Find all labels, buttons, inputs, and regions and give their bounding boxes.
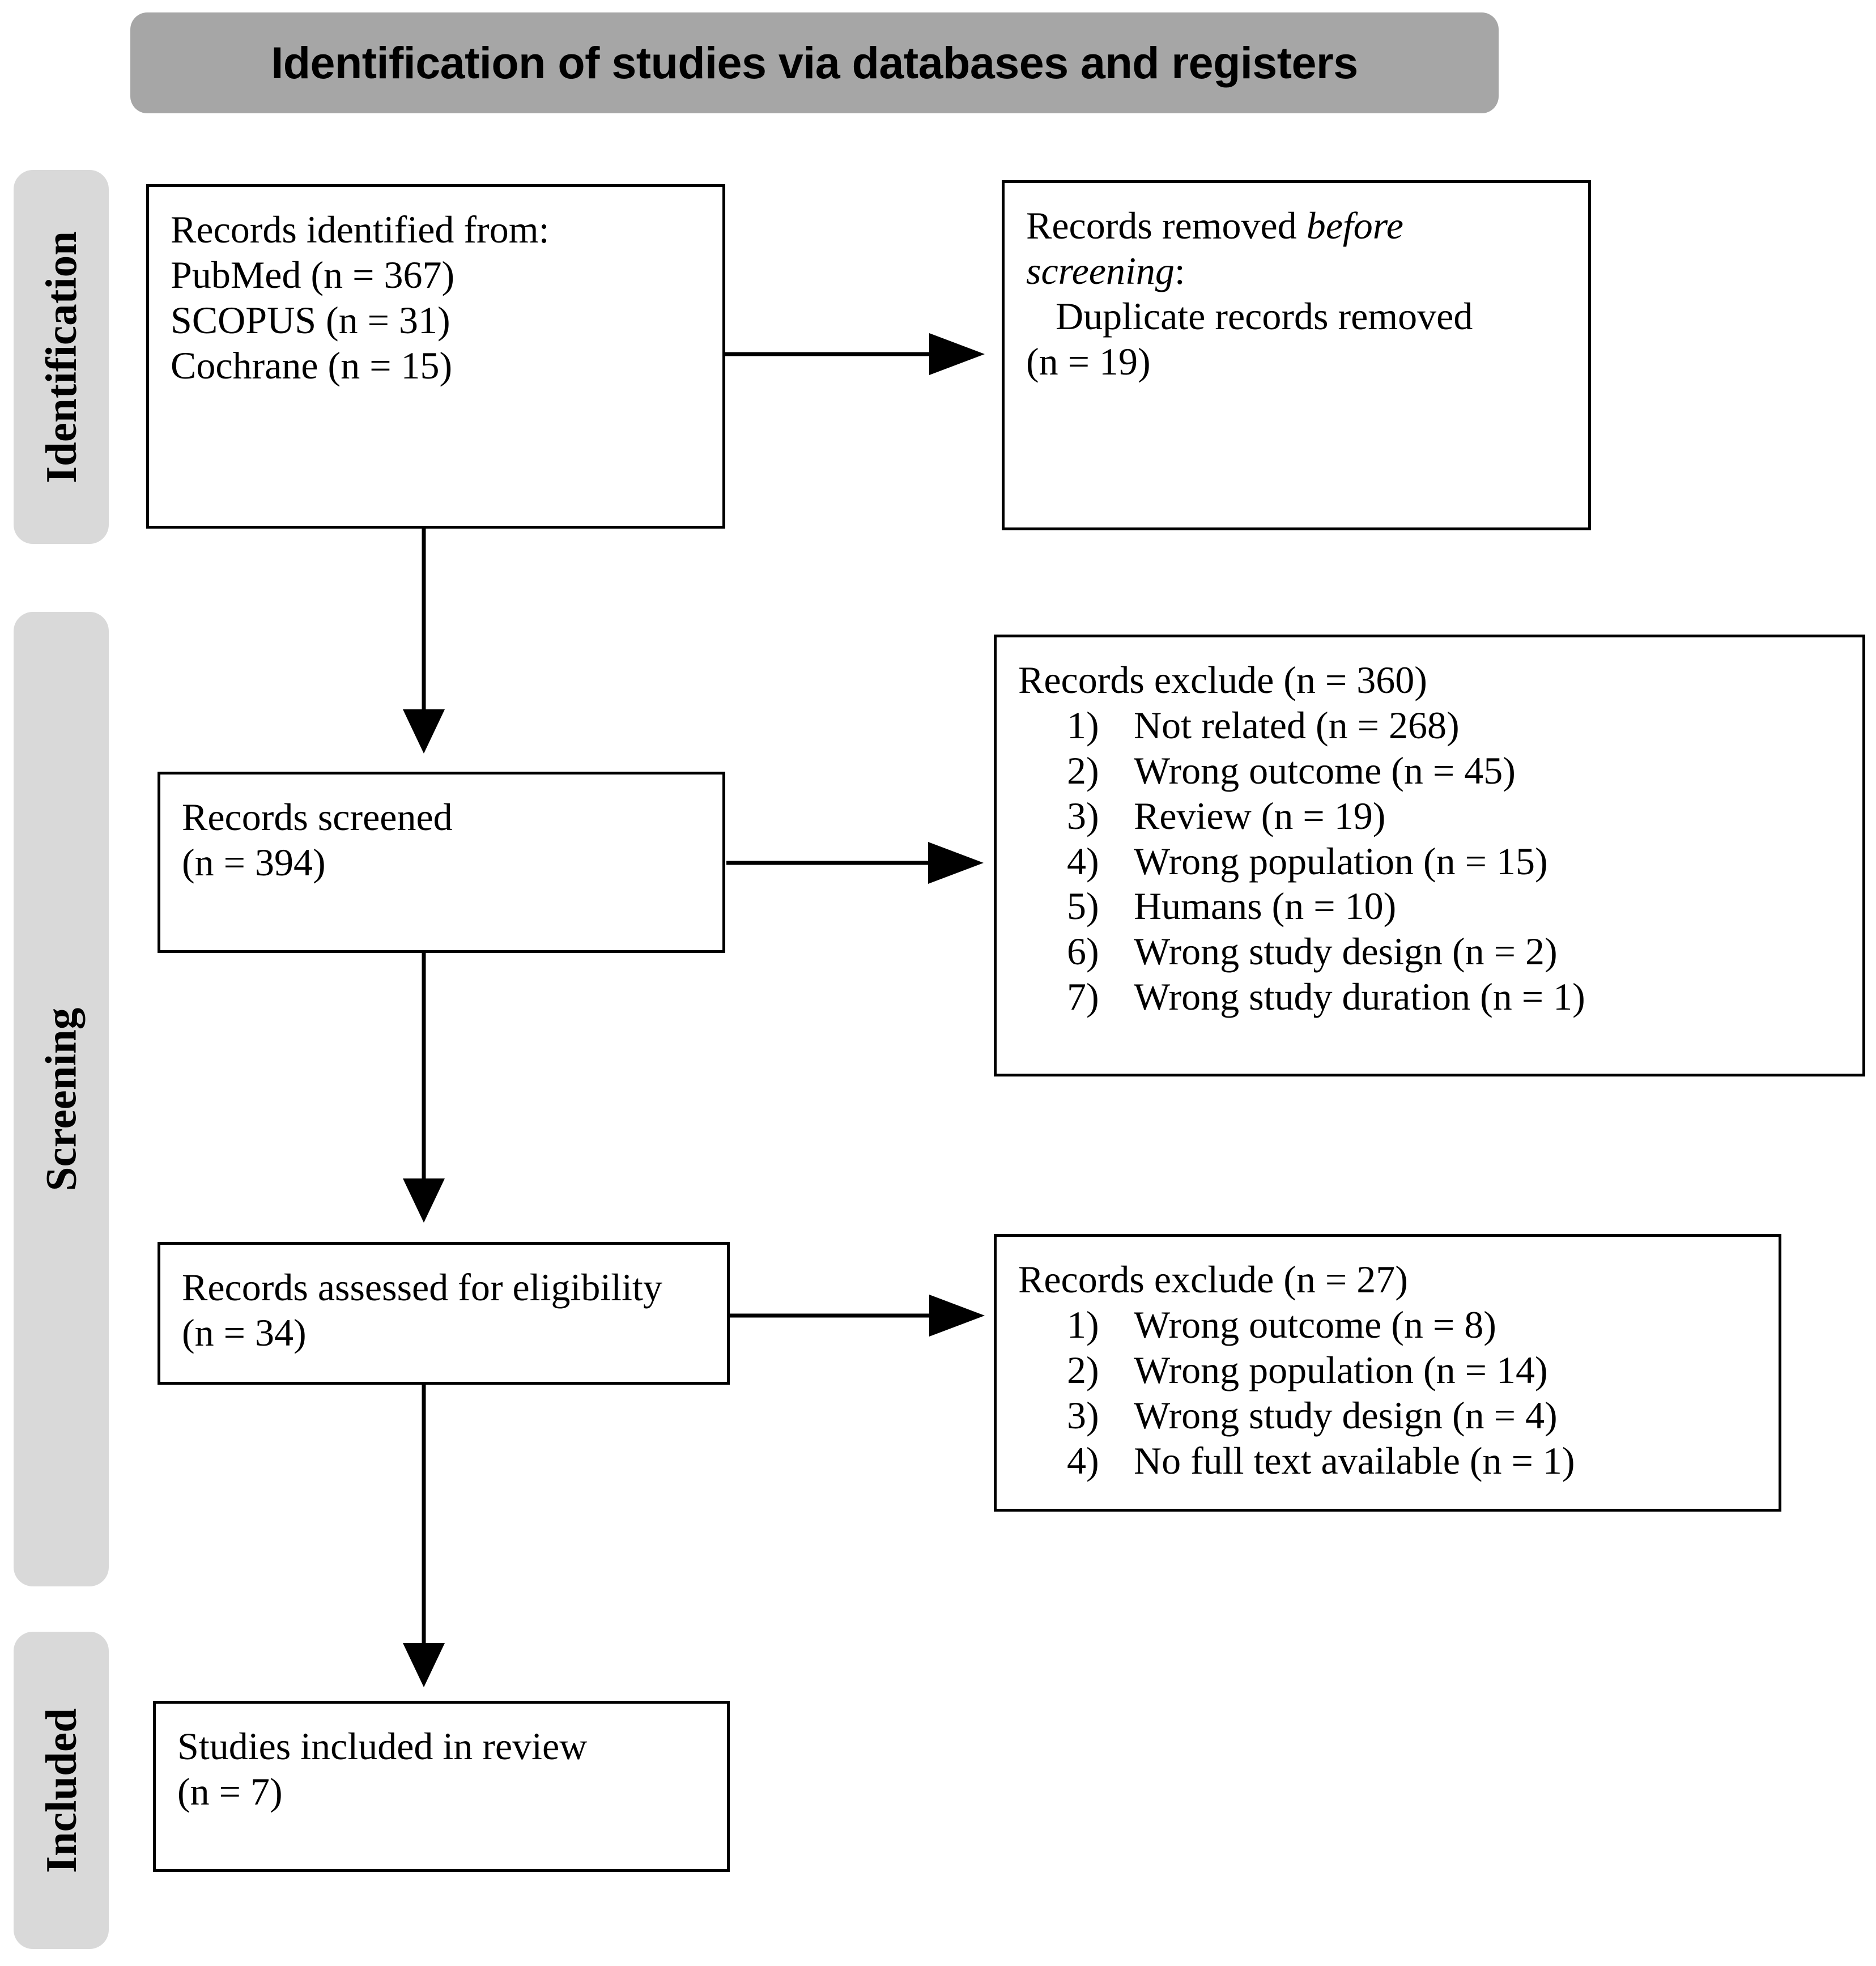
records-removed-heading-line2: screening: xyxy=(1026,249,1569,294)
arrow-screened-to-excluded-1 xyxy=(726,842,984,884)
reason-number: 3) xyxy=(1067,1393,1099,1437)
box-records-screened: Records screened (n = 394) xyxy=(158,772,725,953)
records-identified-heading: Records identified from: xyxy=(171,208,550,251)
reason-text: Wrong population (n = 15) xyxy=(1134,839,1548,883)
phase-label-screening-text: Screening xyxy=(36,1007,86,1191)
records-identified-source-cochrane: Cochrane (n = 15) xyxy=(171,343,453,387)
records-removed-heading: Records removed before xyxy=(1026,203,1569,249)
records-excluded-eligibility-reason-list: 1) Wrong outcome (n = 8) 2) Wrong populati… xyxy=(1018,1303,1759,1484)
reason-number: 6) xyxy=(1067,930,1099,973)
list-item: 4) Wrong population (n = 15) xyxy=(1018,839,1843,884)
list-item: 7) Wrong study duration (n = 1) xyxy=(1018,975,1843,1020)
list-item: 2) Wrong outcome (n = 45) xyxy=(1018,748,1843,794)
reason-text: Not related (n = 268) xyxy=(1134,703,1460,747)
reason-text: Review (n = 19) xyxy=(1134,794,1386,837)
list-item: 3) Review (n = 19) xyxy=(1018,794,1843,839)
box-records-removed: Records removed before screening: Duplic… xyxy=(1002,180,1591,530)
box-records-excluded-screening: Records exclude (n = 360) 1) Not related … xyxy=(994,635,1865,1076)
reason-number: 5) xyxy=(1067,884,1099,928)
reason-text: Wrong population (n = 14) xyxy=(1134,1348,1548,1391)
records-excluded-eligibility-heading: Records exclude (n = 27) xyxy=(1018,1258,1408,1301)
studies-included-label: Studies included in review xyxy=(177,1725,588,1768)
records-screened-label: Records screened xyxy=(182,795,453,839)
records-identified-source-pubmed: PubMed (n = 367) xyxy=(171,253,455,296)
arrow-assessed-to-included xyxy=(403,1385,445,1687)
records-removed-duplicate-label: Duplicate records removed xyxy=(1056,294,1473,338)
reason-number: 2) xyxy=(1067,748,1099,792)
list-item: 4) No full text available (n = 1) xyxy=(1018,1439,1759,1484)
reason-number: 1) xyxy=(1067,703,1099,747)
page-title: Identification of studies via databases … xyxy=(271,37,1358,88)
reason-text: Wrong study design (n = 4) xyxy=(1134,1393,1558,1437)
list-item: 3) Wrong study design (n = 4) xyxy=(1018,1393,1759,1439)
reason-number: 1) xyxy=(1067,1303,1099,1346)
phase-label-included: Included xyxy=(14,1632,109,1949)
reason-text: Wrong study duration (n = 1) xyxy=(1134,975,1585,1019)
reason-number: 3) xyxy=(1067,794,1099,837)
box-records-excluded-eligibility: Records exclude (n = 27) 1) Wrong outcome… xyxy=(994,1234,1781,1512)
box-studies-included: Studies included in review (n = 7) xyxy=(153,1701,730,1872)
list-item: 5) Humans (n = 10) xyxy=(1018,884,1843,929)
reason-number: 4) xyxy=(1067,839,1099,883)
list-item: 2) Wrong population (n = 14) xyxy=(1018,1348,1759,1393)
records-excluded-screening-heading: Records exclude (n = 360) xyxy=(1018,658,1427,701)
records-assessed-label: Records assessed for eligibility xyxy=(182,1266,662,1309)
reason-text: No full text available (n = 1) xyxy=(1134,1439,1575,1482)
phase-label-identification-text: Identification xyxy=(36,231,86,483)
arrow-identified-to-screened xyxy=(403,529,445,754)
records-removed-heading-colon: : xyxy=(1174,249,1185,292)
list-item: 1) Not related (n = 268) xyxy=(1018,703,1843,748)
records-removed-heading-italic-before: before xyxy=(1306,204,1403,247)
arrow-screened-to-assessed xyxy=(403,953,445,1223)
arrow-identified-to-removed xyxy=(725,333,985,375)
box-records-identified: Records identified from: PubMed (n = 367… xyxy=(146,184,725,529)
box-records-assessed: Records assessed for eligibility (n = 34… xyxy=(158,1242,730,1385)
reason-number: 2) xyxy=(1067,1348,1099,1391)
reason-text: Humans (n = 10) xyxy=(1134,884,1397,928)
records-assessed-count: (n = 34) xyxy=(182,1310,307,1354)
phase-label-identification: Identification xyxy=(14,170,109,544)
phase-label-included-text: Included xyxy=(36,1708,86,1873)
list-item: 6) Wrong study design (n = 2) xyxy=(1018,929,1843,975)
reason-text: Wrong study design (n = 2) xyxy=(1134,930,1558,973)
records-removed-heading-plain: Records removed xyxy=(1026,204,1307,247)
reason-number: 4) xyxy=(1067,1439,1099,1482)
records-excluded-screening-reason-list: 1) Not related (n = 268) 2) Wrong outcome … xyxy=(1018,703,1843,1020)
arrow-assessed-to-excluded-2 xyxy=(730,1295,985,1337)
records-identified-source-scopus: SCOPUS (n = 31) xyxy=(171,298,450,342)
reason-text: Wrong outcome (n = 8) xyxy=(1134,1303,1496,1346)
records-screened-count: (n = 394) xyxy=(182,840,326,884)
diagram-title-banner: Identification of studies via databases … xyxy=(130,12,1499,113)
list-item: 1) Wrong outcome (n = 8) xyxy=(1018,1303,1759,1348)
reason-number: 7) xyxy=(1067,975,1099,1019)
studies-included-count: (n = 7) xyxy=(177,1769,283,1813)
reason-text: Wrong outcome (n = 45) xyxy=(1134,748,1516,792)
records-removed-heading-italic-screening: screening xyxy=(1026,249,1175,292)
phase-label-screening: Screening xyxy=(14,612,109,1586)
records-removed-duplicate-count: (n = 19) xyxy=(1026,339,1151,383)
